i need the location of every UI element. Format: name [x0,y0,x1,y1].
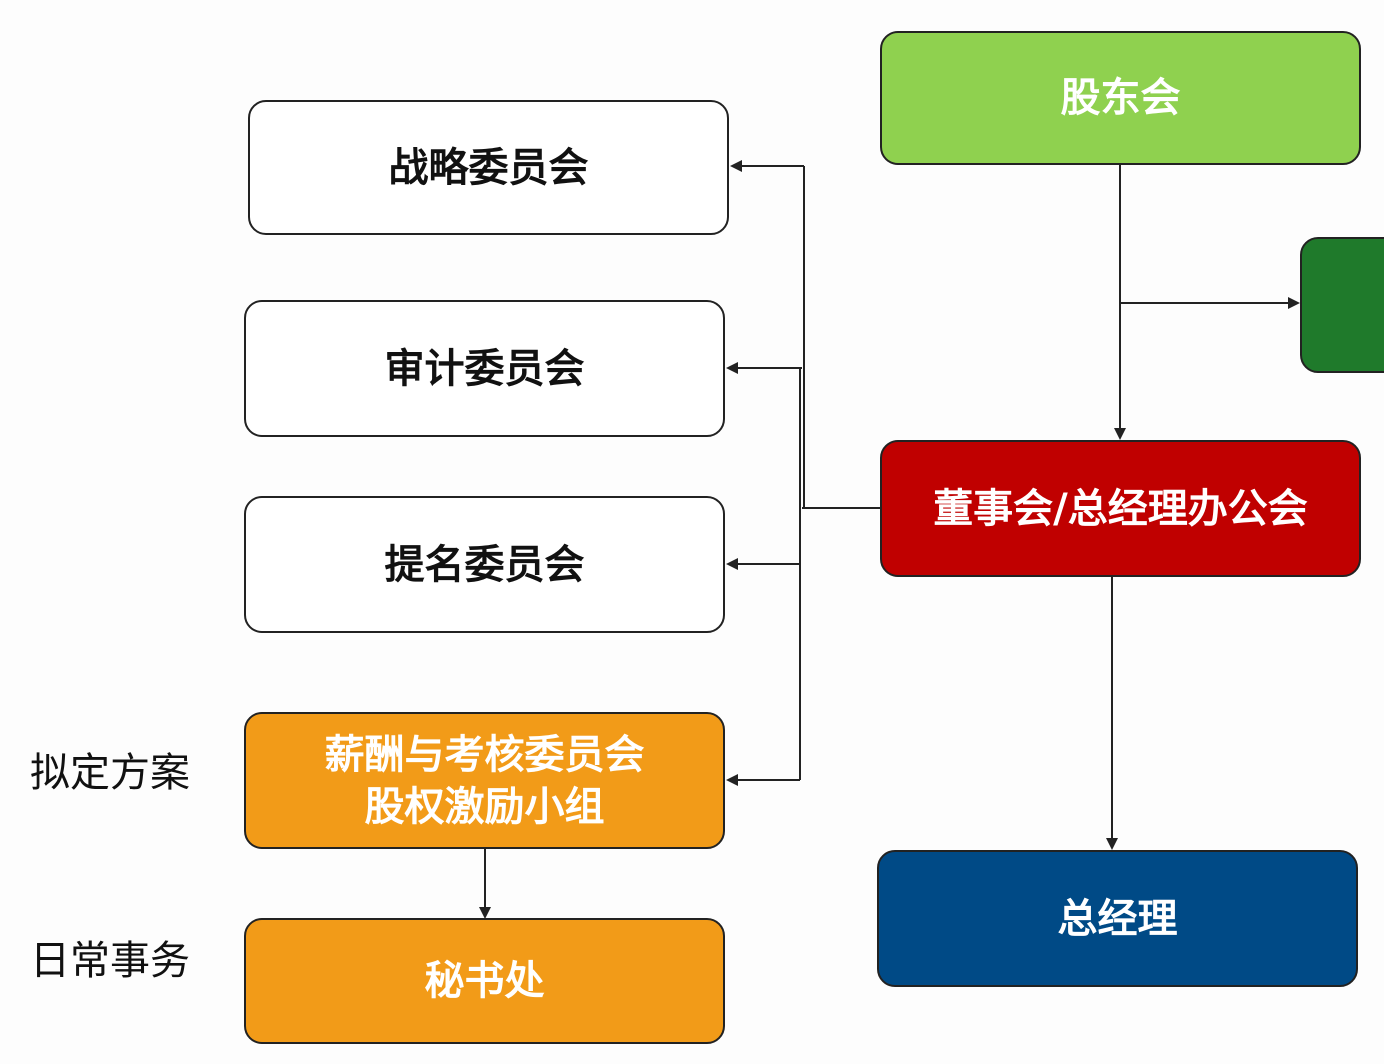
compensation-committee-line1: 薪酬与考核委员会 [324,731,645,778]
board-box: 董事会/总经理办公会 [880,440,1361,577]
secretariat-label: 秘书处 [424,958,545,1004]
secretariat-box: 秘书处 [244,918,725,1044]
audit-committee-box: 审计委员会 [244,300,725,437]
general-manager-label: 总经理 [1057,895,1178,942]
board-label: 董事会/总经理办公会 [933,485,1308,532]
nomination-committee-label: 提名委员会 [384,541,585,588]
audit-committee-label: 审计委员会 [384,345,585,392]
daily-affairs-label: 日常事务 [30,938,190,984]
strategy-committee-label: 战略委员会 [388,144,589,191]
partial-green-box [1300,237,1384,373]
compensation-committee-label: 薪酬与考核委员会 股权激励小组 [325,729,645,833]
general-manager-box: 总经理 [877,850,1358,987]
strategy-committee-box: 战略委员会 [248,100,729,235]
nomination-committee-box: 提名委员会 [244,496,725,633]
compensation-committee-box: 薪酬与考核委员会 股权激励小组 [244,712,725,849]
shareholders-label: 股东会 [1060,75,1181,121]
shareholders-box: 股东会 [880,31,1361,165]
draft-plan-label: 拟定方案 [30,750,190,796]
compensation-committee-line2: 股权激励小组 [364,783,605,830]
